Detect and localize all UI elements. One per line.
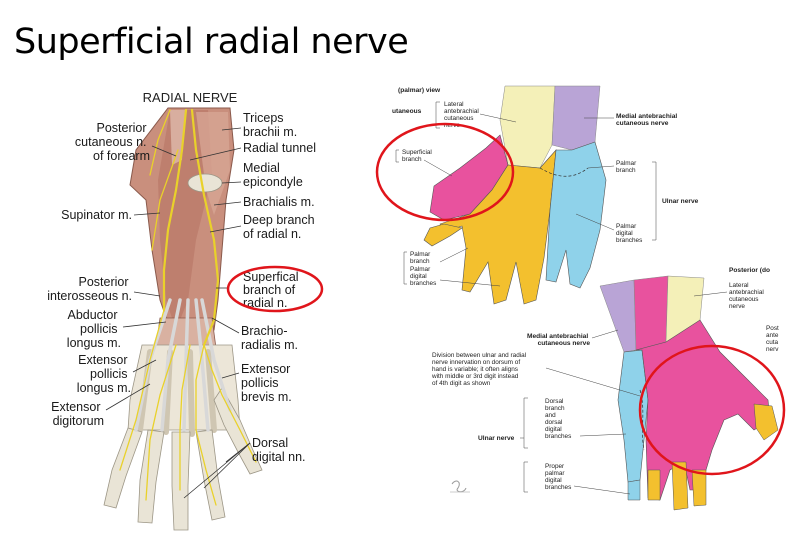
dorsal-view-figure: Posterior (do Lateral antebrachial cutan… (431, 267, 786, 511)
palmar-cutaneous-word: utaneous (392, 108, 422, 115)
palmar-digital-left-label: Palmar digital branches (410, 266, 436, 287)
label-brachioradialis: Brachio- radialis m. (241, 324, 298, 352)
slide-title: Superficial radial nerve (14, 22, 409, 62)
palmar-ulnar-label: Ulnar nerve (662, 198, 699, 205)
palmar-superficial-label: Superficial branch (402, 149, 434, 163)
palmar-digital-right-label: Palmar digital branches (616, 223, 642, 244)
dorsal-division-label: Division between ulnar and radial nerve … (431, 352, 528, 387)
label-extensor-pollicis-longus: Extensor pollicis longus m. (77, 353, 131, 395)
label-extensor-pollicis-brevis: Extensor pollicis brevis m. (241, 362, 294, 404)
label-post-interosseous: Posterior interosseous n. (47, 275, 132, 303)
dorsal-proper-palmar-label: Proper palmar digital branches (545, 463, 571, 491)
left-labels: Posterior cutaneous n. of forearm Supina… (47, 121, 177, 428)
palmar-lat-abc-label: Lateral antebrachial cutaneous nerve (444, 101, 481, 129)
palmar-view-figure: (palmar) view Lateral antebrachial cutan… (375, 85, 699, 305)
highlight-circle-superficial (226, 265, 324, 313)
dorsal-branch-label: Dorsal branch and dorsal digital branche… (545, 398, 571, 440)
dorsal-view-title: Posterior (do (729, 267, 770, 274)
publisher-mark-icon (450, 480, 470, 493)
palmar-view-title: (palmar) view (398, 87, 441, 94)
dorsal-med-abc-label: Medial antebrachial cutaneous nerve (527, 333, 590, 347)
label-brachialis: Brachialis m. (243, 195, 315, 209)
right-labels: Triceps brachii m. Radial tunnel Medial … (183, 111, 324, 499)
forearm-illustration (103, 107, 263, 531)
label-superficial-branch: Superfical branch of radial n. (243, 270, 302, 310)
label-dorsal-digital: Dorsal digital nn. (252, 436, 306, 464)
label-supinator: Supinator m. (61, 208, 132, 222)
label-radial-tunnel: Radial tunnel (243, 141, 316, 155)
label-post-cutaneous: Posterior cutaneous n. of forearm (75, 121, 150, 163)
palmar-med-abc-label: Medial antebrachial cutaneous nerve (616, 113, 679, 127)
label-abductor-pollicis: Abductor pollicis longus m. (67, 308, 121, 350)
radial-nerve-figure: RADIAL NERVE (47, 90, 324, 531)
palmar-branch-left-label: Palmar branch (410, 251, 432, 265)
dorsal-ulnar-label: Ulnar nerve (478, 435, 515, 442)
highlight-circle-palmar (375, 122, 515, 222)
label-medial-epicondyle: Medial epicondyle (243, 161, 303, 189)
dorsal-post-cut-label: Post ante cuta nerv (766, 325, 781, 353)
label-extensor-digitorum: Extensor digitorum (51, 400, 104, 428)
highlight-circle-dorsal (638, 344, 786, 476)
left-figure-title: RADIAL NERVE (143, 90, 238, 105)
label-deep-branch: Deep branch of radial n. (243, 213, 318, 241)
dorsal-lat-abc-label: Lateral antebrachial cutaneous nerve (729, 282, 766, 310)
palmar-branch-right-label: Palmar branch (616, 160, 638, 174)
label-triceps: Triceps brachii m. (243, 111, 297, 139)
